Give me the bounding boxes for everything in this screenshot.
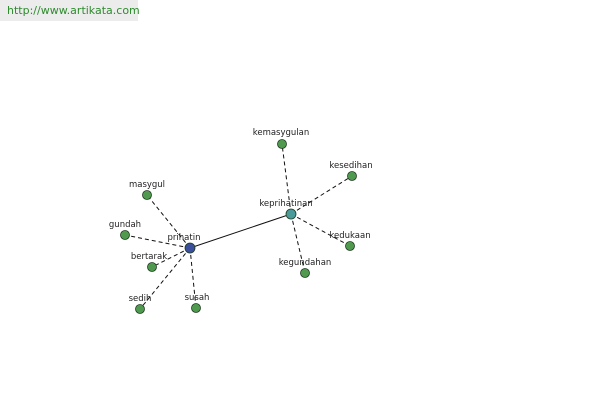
node-kegundahan[interactable]	[300, 268, 310, 278]
nodes: prihatin keprihatinan masygul gundah bertara…	[109, 128, 373, 314]
node-label-kedukaan[interactable]: kedukaan	[329, 231, 370, 241]
edge-prihatin-masygul	[146, 194, 191, 249]
node-kemasygulan[interactable]	[277, 139, 287, 149]
node-sedih[interactable]	[135, 304, 145, 314]
node-kedukaan[interactable]	[345, 241, 355, 251]
node-masygul[interactable]	[142, 190, 152, 200]
edges	[124, 143, 353, 310]
node-label-gundah[interactable]: gundah	[109, 220, 141, 230]
edge-keprihatinan-kesedihan	[290, 175, 353, 215]
node-keprihatinan[interactable]	[285, 208, 297, 220]
edge-prihatin-keprihatinan	[189, 213, 292, 249]
node-label-susah[interactable]: susah	[185, 293, 210, 303]
node-kesedihan[interactable]	[347, 171, 357, 181]
node-bertarak[interactable]	[147, 262, 157, 272]
edge-prihatin-bertarak	[151, 247, 191, 268]
edge-prihatin-sedih	[139, 247, 191, 310]
node-label-keprihatinan[interactable]: keprihatinan	[259, 199, 312, 209]
edge-keprihatinan-kemasygulan	[281, 143, 292, 215]
source-url[interactable]: http://www.artikata.com	[0, 0, 140, 21]
node-prihatin[interactable]	[184, 242, 196, 254]
node-label-prihatin[interactable]: prihatin	[168, 233, 201, 243]
node-label-kesedihan[interactable]: kesedihan	[329, 161, 372, 171]
edge-keprihatinan-kegundahan	[290, 213, 306, 274]
node-gundah[interactable]	[120, 230, 130, 240]
node-label-masygul[interactable]: masygul	[129, 180, 165, 190]
node-label-kemasygulan[interactable]: kemasygulan	[253, 128, 310, 138]
edge-keprihatinan-kedukaan	[290, 213, 351, 247]
edge-prihatin-susah	[189, 247, 197, 309]
node-label-sedih[interactable]: sedih	[129, 294, 152, 304]
node-susah[interactable]	[191, 303, 201, 313]
node-label-bertarak[interactable]: bertarak	[131, 252, 167, 262]
node-label-kegundahan[interactable]: kegundahan	[279, 258, 332, 268]
